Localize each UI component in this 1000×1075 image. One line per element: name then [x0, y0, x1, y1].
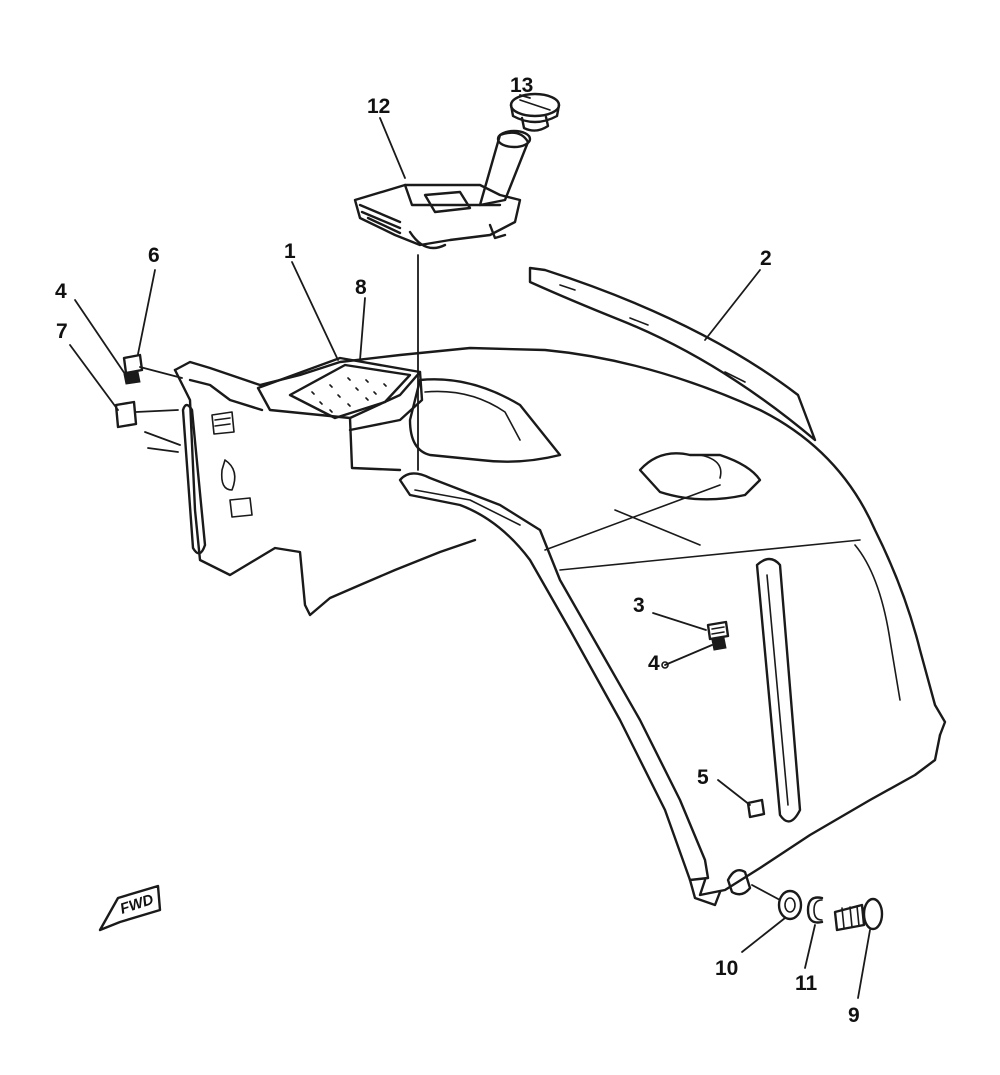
- callout-7: 7: [56, 320, 68, 343]
- callout-5: 5: [697, 766, 709, 789]
- assembly-lines-left: [135, 366, 183, 453]
- part-4-nut-right: [711, 637, 727, 651]
- callout-1: 1: [284, 240, 296, 263]
- callout-10: 10: [715, 957, 738, 980]
- part-6-clip: [122, 353, 144, 375]
- part-8-pad: [288, 363, 412, 420]
- callout-6: 6: [148, 244, 160, 267]
- part-5-clip: [746, 798, 766, 819]
- part-9-screw: [833, 897, 884, 932]
- callout-8: 8: [355, 276, 367, 299]
- part-13-filler-cap: [509, 92, 561, 132]
- callout-11: 11: [795, 972, 818, 995]
- fwd-arrow: FWD: [98, 884, 162, 932]
- callout-2: 2: [760, 247, 772, 270]
- part-12-filler-neck: [353, 129, 532, 250]
- callout-13: 13: [510, 74, 533, 97]
- part-2-rail: [528, 266, 817, 442]
- callout-9: 9: [848, 1004, 860, 1027]
- part-1-cover-body: [173, 346, 947, 907]
- mount-bracket: [726, 869, 781, 901]
- callout-3: 3: [633, 594, 645, 617]
- part-10-washer: [777, 889, 803, 921]
- part-3-clip: [706, 620, 730, 641]
- part-11-lock-washer: [806, 896, 824, 924]
- callout-4-left: 4: [55, 280, 67, 303]
- part-7-clip: [114, 400, 138, 429]
- part-4-nut-left: [123, 371, 141, 385]
- leader-lines: [69, 94, 871, 999]
- callout-4-right: 4: [648, 652, 660, 675]
- callout-12: 12: [367, 95, 390, 118]
